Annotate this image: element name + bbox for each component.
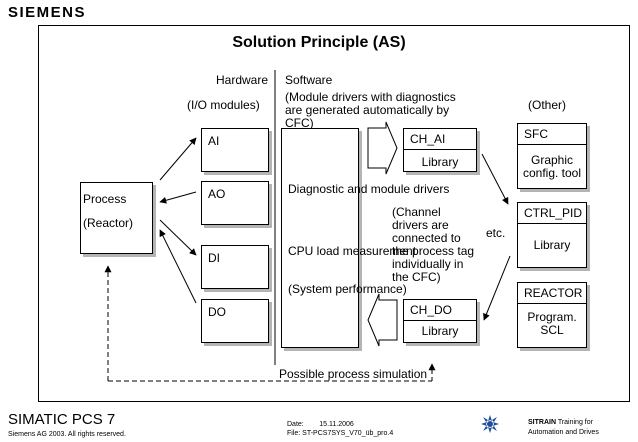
di-label: DI bbox=[208, 251, 220, 265]
ao-module-box: AO bbox=[201, 181, 269, 225]
ch-ai-box: CH_AI Library bbox=[403, 128, 477, 172]
arrow-ctrl-to-ch-do bbox=[483, 255, 511, 321]
software-drivers-box: Diagnostic and module drivers CPU load m… bbox=[281, 128, 449, 348]
sfc-label: SFC bbox=[524, 127, 548, 141]
footer-file: File: ST-PCS7SYS_V70_üb_pro.4 bbox=[287, 430, 394, 437]
reactor-divider bbox=[518, 303, 586, 304]
do-module-box: DO bbox=[201, 299, 269, 343]
ch-ai-divider bbox=[404, 149, 476, 150]
ai-module-box: AI bbox=[201, 128, 269, 172]
system-performance-text: (System performance) bbox=[288, 282, 407, 296]
slide-title: Solution Principle (AS) bbox=[232, 34, 406, 51]
sitrain-logo-icon bbox=[481, 415, 499, 433]
other-label: (Other) bbox=[528, 98, 567, 112]
footer-date: Date: 15.11.2006 bbox=[287, 421, 354, 428]
block-arrow-left bbox=[367, 293, 398, 347]
ctrl-pid-library: Library bbox=[533, 238, 571, 252]
sfc-graphic-tool: Graphic config. tool bbox=[522, 153, 582, 180]
cpu-load-text: CPU load measurement bbox=[288, 244, 417, 258]
reactor-box: REACTOR Program. SCL bbox=[517, 282, 587, 348]
product-name: SIMATIC PCS 7 bbox=[8, 411, 116, 428]
ch-ai-library: Library bbox=[421, 155, 459, 169]
reactor-box-label: REACTOR bbox=[524, 286, 583, 300]
arrow-process-to-ai bbox=[159, 137, 197, 181]
arrow-do-to-process bbox=[159, 229, 197, 304]
hardware-header: Hardware bbox=[216, 73, 269, 87]
ctrl-pid-divider bbox=[518, 223, 586, 224]
sitrain-footer: SITRAIN Training for Automation and Driv… bbox=[528, 418, 599, 438]
do-label: DO bbox=[208, 305, 226, 319]
etc-label: etc. bbox=[486, 226, 506, 240]
arrow-ao-to-process bbox=[159, 191, 197, 204]
software-header: Software bbox=[285, 73, 333, 87]
ai-label: AI bbox=[208, 134, 220, 148]
ch-do-label: CH_DO bbox=[410, 303, 453, 317]
ctrl-pid-box: CTRL_PID Library bbox=[517, 202, 587, 268]
copyright: Siemens AG 2003. All rights reserved. bbox=[8, 431, 126, 438]
ch-ai-label: CH_AI bbox=[410, 132, 446, 146]
process-label: Process bbox=[83, 192, 127, 206]
ao-label: AO bbox=[208, 187, 226, 201]
process-box: Process (Reactor) bbox=[80, 182, 153, 254]
module-drivers-note: (Module drivers with diagnostics are gen… bbox=[285, 90, 456, 130]
channel-drivers-note: (Channel drivers are connected to the pr… bbox=[392, 205, 475, 284]
ch-do-library: Library bbox=[421, 324, 459, 338]
ch-do-box: CH_DO Library bbox=[403, 299, 477, 343]
process-simulation-label: Possible process simulation bbox=[279, 367, 428, 381]
ctrl-pid-label: CTRL_PID bbox=[524, 206, 583, 220]
reactor-label: (Reactor) bbox=[83, 216, 134, 230]
sitrain-name: SITRAIN bbox=[528, 419, 556, 426]
sitrain-tagline: Training for Automation and Drives bbox=[528, 419, 599, 436]
ch-do-divider bbox=[404, 320, 476, 321]
reactor-program-scl: Program. SCL bbox=[527, 310, 577, 337]
siemens-logo: SIEMENS bbox=[8, 4, 87, 21]
block-arrow-right bbox=[367, 121, 398, 175]
sfc-divider bbox=[518, 144, 586, 145]
di-module-box: DI bbox=[201, 245, 269, 289]
arrow-ch-ai-to-ctrl bbox=[481, 153, 509, 205]
diagnostic-drivers-text: Diagnostic and module drivers bbox=[288, 182, 450, 196]
io-modules-label: (I/O modules) bbox=[187, 98, 260, 112]
sfc-box: SFC Graphic config. tool bbox=[517, 123, 587, 189]
arrow-process-to-di bbox=[159, 219, 197, 256]
slide-frame bbox=[38, 25, 630, 402]
